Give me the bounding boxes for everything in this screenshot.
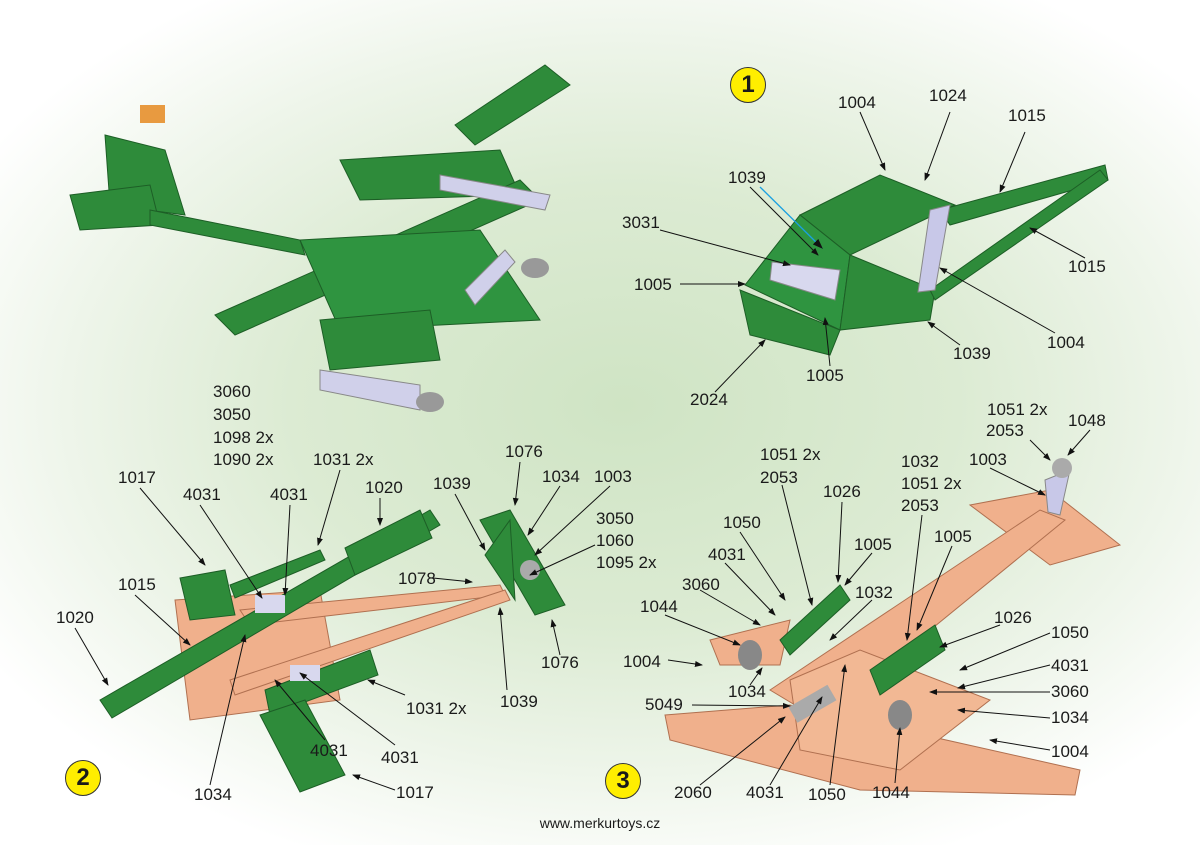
part-label: 1026 — [994, 608, 1032, 627]
part-label: 1044 — [640, 597, 678, 616]
part-label: 4031 — [310, 741, 348, 760]
part-label: 1005 — [806, 366, 844, 385]
step3-badge: 3 — [605, 763, 641, 799]
part-label: 2053 — [986, 421, 1024, 440]
part-label: 1024 — [929, 86, 967, 105]
part-label: 1003 — [969, 450, 1007, 469]
part-label: 1095 2x — [596, 553, 657, 572]
part-label: 1005 — [634, 275, 672, 294]
part-label: 1026 — [823, 482, 861, 501]
part-label: 2024 — [690, 390, 728, 409]
part-label: 1090 2x — [213, 450, 274, 469]
leader-lines — [74, 111, 1091, 791]
part-label: 1050 — [723, 513, 761, 532]
part-label: 1060 — [596, 531, 634, 550]
part-label: 1039 — [953, 344, 991, 363]
part-label: 1039 — [728, 168, 766, 187]
part-label: 1003 — [594, 467, 632, 486]
part-label: 1005 — [854, 535, 892, 554]
part-label: 3031 — [622, 213, 660, 232]
part-label: 1015 — [1068, 257, 1106, 276]
part-label: 1039 — [433, 474, 471, 493]
completed-model — [69, 64, 571, 412]
step1-badge: 1 — [730, 67, 766, 103]
part-label: 4031 — [1051, 656, 1089, 675]
part-label: 2053 — [760, 468, 798, 487]
part-label: 1004 — [838, 93, 876, 112]
part-label: 1034 — [542, 467, 580, 486]
part-label: 1050 — [1051, 623, 1089, 642]
part-label: 1034 — [728, 682, 766, 701]
highlight-leader-line — [759, 186, 823, 249]
part-label: 1015 — [1008, 106, 1046, 125]
part-label: 4031 — [381, 748, 419, 767]
part-label: 1076 — [541, 653, 579, 672]
part-label: 1044 — [872, 783, 910, 802]
part-label: 1020 — [56, 608, 94, 627]
part-label: 1034 — [1051, 708, 1089, 727]
part-label: 3060 — [213, 382, 251, 401]
part-label: 1048 — [1068, 411, 1106, 430]
part-label: 1015 — [118, 575, 156, 594]
part-label: 1031 2x — [406, 699, 467, 718]
website-link[interactable]: www.merkurtoys.cz — [539, 815, 661, 831]
step2-badge: 2 — [65, 760, 101, 796]
part-label: 2060 — [674, 783, 712, 802]
part-label: 4031 — [746, 783, 784, 802]
part-label: 1017 — [118, 468, 156, 487]
part-label: 1004 — [1047, 333, 1085, 352]
part-label: 1032 — [901, 452, 939, 471]
part-label: 3060 — [682, 575, 720, 594]
part-label: 1050 — [808, 785, 846, 804]
part-label: 3050 — [213, 405, 251, 424]
part-label: 1031 2x — [313, 450, 374, 469]
part-label: 4031 — [183, 485, 221, 504]
step2-model — [99, 509, 566, 793]
part-label: 1005 — [934, 527, 972, 546]
part-label: 2053 — [901, 496, 939, 515]
part-label: 1051 2x — [760, 445, 821, 464]
part-label: 1076 — [505, 442, 543, 461]
part-label: 4031 — [270, 485, 308, 504]
part-label: 3050 — [596, 509, 634, 528]
part-label: 1004 — [623, 652, 661, 671]
part-label: 1017 — [396, 783, 434, 802]
part-label: 1020 — [365, 478, 403, 497]
part-label: 1004 — [1051, 742, 1089, 761]
part-label: 5049 — [645, 695, 683, 714]
part-label: 1051 2x — [987, 400, 1048, 419]
part-label: 1078 — [398, 569, 436, 588]
part-label: 1098 2x — [213, 428, 274, 447]
part-label: 1032 — [855, 583, 893, 602]
part-label: 1039 — [500, 692, 538, 711]
part-label: 1051 2x — [901, 474, 962, 493]
part-label: 1034 — [194, 785, 232, 804]
step1-model — [739, 164, 1109, 356]
part-label: 4031 — [708, 545, 746, 564]
part-label: 3060 — [1051, 682, 1089, 701]
